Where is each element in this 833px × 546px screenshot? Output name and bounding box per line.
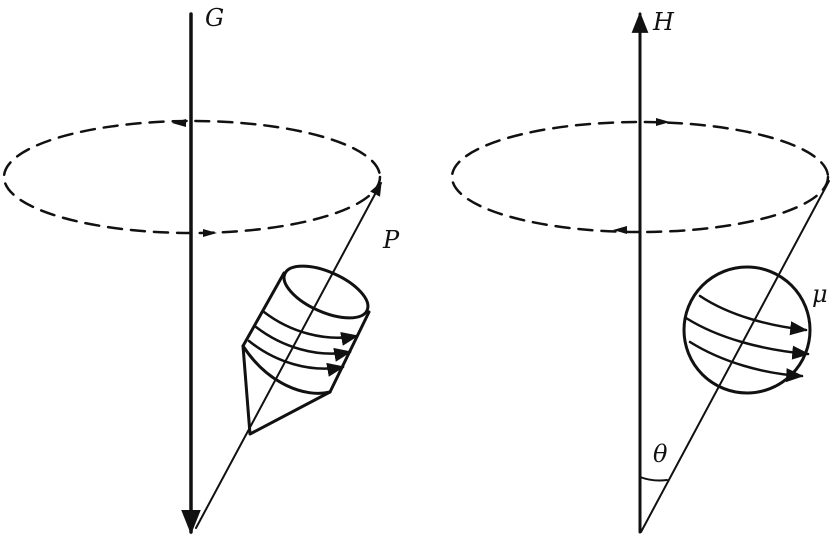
theta-label: θ xyxy=(653,440,668,468)
top-cap xyxy=(282,264,370,320)
top-side-left xyxy=(241,271,286,348)
orbit-arrow-top-left xyxy=(172,119,186,127)
sphere-band-2 xyxy=(684,316,810,360)
spin-band-3 xyxy=(247,339,345,377)
theta-arc xyxy=(639,476,668,482)
spin-band-1 xyxy=(262,310,359,346)
top-cone xyxy=(241,344,332,436)
spin-band-2 xyxy=(254,325,352,362)
precession-orbit-right xyxy=(450,120,830,234)
field-label: H xyxy=(652,8,675,36)
sphere-outline xyxy=(682,265,812,395)
spinning-top xyxy=(241,264,371,436)
orbit-arrow-bottom-left xyxy=(203,229,217,237)
orbit-arrow-top-right xyxy=(656,118,670,126)
magnetic-moment-axis xyxy=(640,180,830,533)
orbit-arrow-bottom-right xyxy=(613,226,627,234)
angular-momentum-axis xyxy=(195,181,382,529)
left-panel-spinning-top: G P xyxy=(2,4,400,535)
spinning-sphere xyxy=(682,265,812,395)
sphere-band-3 xyxy=(688,340,804,383)
right-panel-magnetic-moment: H μ θ xyxy=(450,8,830,534)
angular-momentum-label: P xyxy=(382,226,400,254)
gravity-label: G xyxy=(205,4,224,32)
sphere-band-1 xyxy=(698,294,808,336)
top-bottom-rim xyxy=(241,344,332,395)
precession-orbit-left xyxy=(2,119,382,235)
magnetic-moment-label: μ xyxy=(812,280,828,308)
